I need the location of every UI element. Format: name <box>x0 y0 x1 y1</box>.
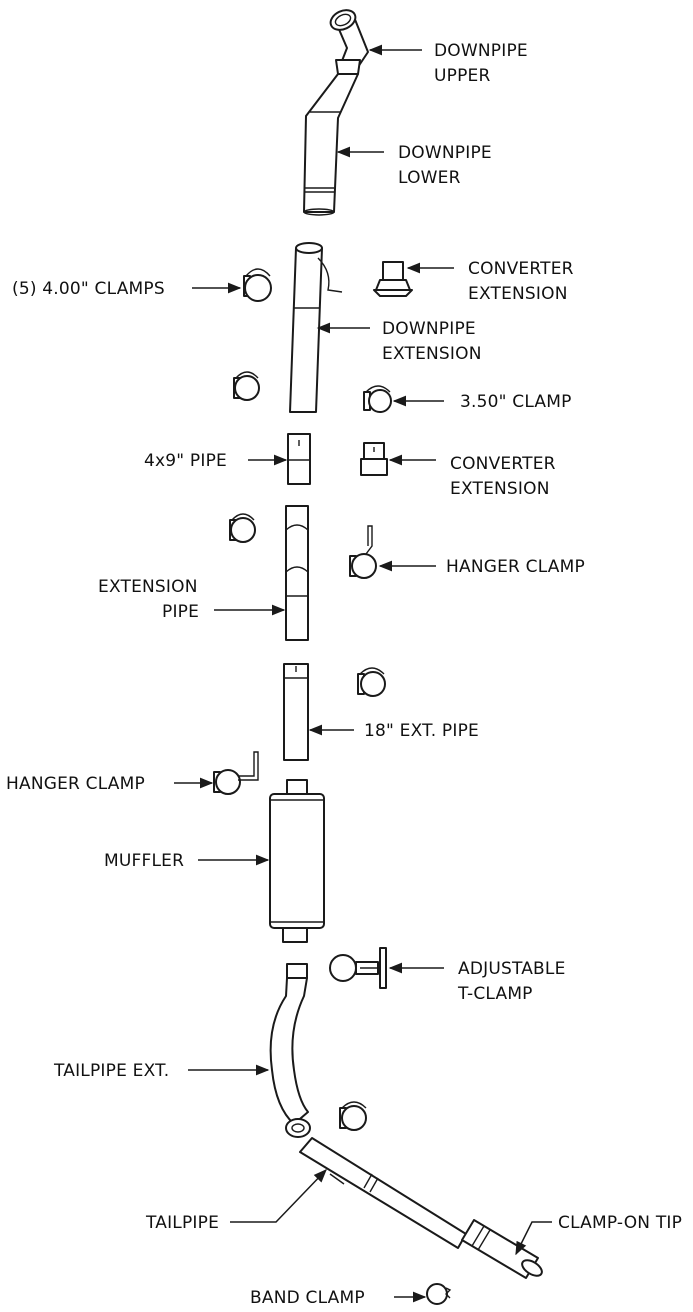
pipe-4x9-part <box>287 433 311 485</box>
clamp-on-tip-part <box>461 1219 543 1279</box>
hanger-clamp-left-icon <box>213 751 259 795</box>
downpipe-lower-label: DOWNPIPE LOWER <box>398 143 497 188</box>
muffler-part <box>269 779 325 943</box>
tailpipe-ext-part <box>269 963 311 1138</box>
band-clamp-label: BAND CLAMP <box>250 1288 365 1308</box>
extension-pipe-label: EXTENSION PIPE <box>98 577 203 622</box>
ext-pipe-18-label: 18" EXT. PIPE <box>364 721 479 741</box>
downpipe-extension-part <box>289 242 343 413</box>
downpipe-extension-label: DOWNPIPE EXTENSION <box>382 319 482 364</box>
muffler-label: MUFFLER <box>104 851 184 871</box>
adjustable-tclamp-icon <box>329 947 387 989</box>
pipe-4x9-label: 4x9" PIPE <box>144 451 227 471</box>
tailpipe-part <box>299 1137 467 1249</box>
adjustable-tclamp-label: ADJUSTABLE T-CLAMP <box>457 959 571 1004</box>
clamp-4in-icon-5 <box>339 1101 367 1131</box>
extension-pipe-part <box>285 505 309 641</box>
converter-extension-mid-label: CONVERTER EXTENSION <box>450 454 561 499</box>
downpipe-lower-part <box>303 73 359 216</box>
ext-pipe-18-part <box>283 663 309 761</box>
converter-extension-mid-part <box>360 442 388 476</box>
clamp-3-50-label: 3.50" CLAMP <box>460 392 572 412</box>
downpipe-upper-part <box>329 9 369 75</box>
leader-lines <box>174 44 552 1303</box>
converter-extension-top-label: CONVERTER EXTENSION <box>468 259 579 304</box>
downpipe-upper-label: DOWNPIPE UPPER <box>434 41 533 86</box>
clamp-4in-icon-3 <box>229 513 256 543</box>
tailpipe-label: TAILPIPE <box>145 1213 219 1233</box>
clamp-4in-icon-4 <box>357 667 386 697</box>
clamp-4in-icon-2 <box>233 371 260 401</box>
converter-extension-top-part <box>373 261 413 297</box>
tailpipe-ext-label: TAILPIPE EXT. <box>53 1061 169 1081</box>
clamp-3-50-icon <box>363 385 392 413</box>
clamp-on-tip-label: CLAMP-ON TIP <box>558 1213 682 1233</box>
band-clamp-icon <box>426 1283 452 1305</box>
hanger-clamp-right-icon <box>349 525 377 579</box>
clamp-4in-icon-1 <box>243 268 272 302</box>
clamps-4in-label: (5) 4.00" CLAMPS <box>12 279 165 299</box>
hanger-clamp-left-label: HANGER CLAMP <box>6 774 145 794</box>
hanger-clamp-right-label: HANGER CLAMP <box>446 557 585 577</box>
